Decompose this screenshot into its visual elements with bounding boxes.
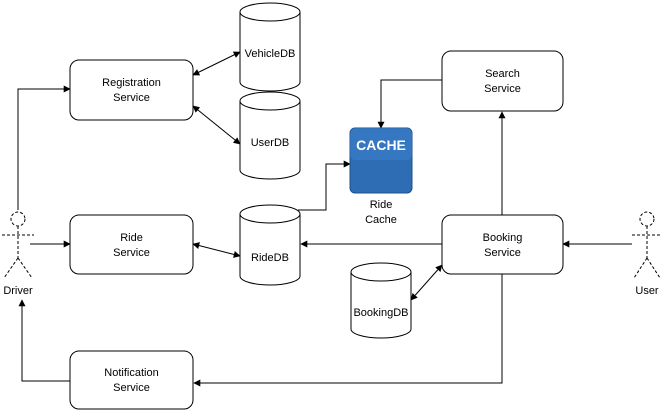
ride-cache-label-line1: Ride — [370, 199, 393, 211]
edge-ride-service-ridedb — [192, 242, 241, 258]
search-service-label-line2: Service — [484, 83, 521, 95]
notification-service-label-line1: Notification — [104, 367, 158, 379]
ride-db-node[interactable]: RideDB — [239, 204, 301, 286]
search-service-node[interactable]: Search Service — [441, 50, 564, 112]
notification-service-node[interactable]: Notification Service — [69, 350, 194, 410]
edge-driver-to-registration — [17, 85, 71, 210]
vehicle-db-node[interactable]: VehicleDB — [239, 2, 301, 92]
driver-actor[interactable]: Driver — [2, 211, 34, 297]
notification-service-label-line2: Service — [113, 382, 150, 394]
registration-service-label-line1: Registration — [102, 77, 161, 89]
user-actor[interactable]: User — [632, 211, 661, 297]
registration-service-node[interactable]: Registration Service — [69, 59, 194, 121]
ride-db-label: RideDB — [251, 252, 289, 264]
vehicle-db-label: VehicleDB — [245, 48, 296, 60]
ride-cache-label-line2: Cache — [365, 214, 397, 226]
user-label: User — [635, 285, 659, 297]
booking-db-node[interactable]: BookingDB — [350, 262, 412, 339]
edge-booking-to-notification — [193, 274, 503, 387]
edge-booking-bookingdb — [410, 264, 443, 301]
edges — [17, 51, 632, 387]
edge-ridedb-to-cache — [298, 160, 351, 211]
ride-service-label-line1: Ride — [120, 232, 143, 244]
edge-registration-userdb — [192, 105, 241, 145]
ride-service-label-line2: Service — [113, 247, 150, 259]
booking-service-node[interactable]: Booking Service — [441, 214, 564, 275]
cache-icon-highlight — [350, 128, 412, 160]
registration-service-label-line2: Service — [113, 92, 150, 104]
driver-label: Driver — [3, 285, 33, 297]
booking-service-label-line2: Service — [484, 247, 521, 259]
user-db-node[interactable]: UserDB — [239, 91, 301, 180]
driver-stick-figure-icon — [2, 211, 34, 279]
edge-search-to-cache — [377, 79, 442, 129]
booking-service-label-line1: Booking — [483, 232, 523, 244]
edge-registration-vehicledb — [192, 51, 241, 76]
cache-icon-text: CACHE — [356, 137, 406, 153]
edge-notification-to-driver — [18, 299, 70, 382]
booking-db-label: BookingDB — [353, 307, 408, 319]
search-service-label-line1: Search — [485, 68, 520, 80]
ride-service-node[interactable]: Ride Service — [69, 214, 194, 275]
ride-cache-node[interactable]: CACHE Ride Cache — [349, 127, 413, 226]
user-stick-figure-icon — [632, 211, 661, 279]
user-db-label: UserDB — [251, 137, 290, 149]
